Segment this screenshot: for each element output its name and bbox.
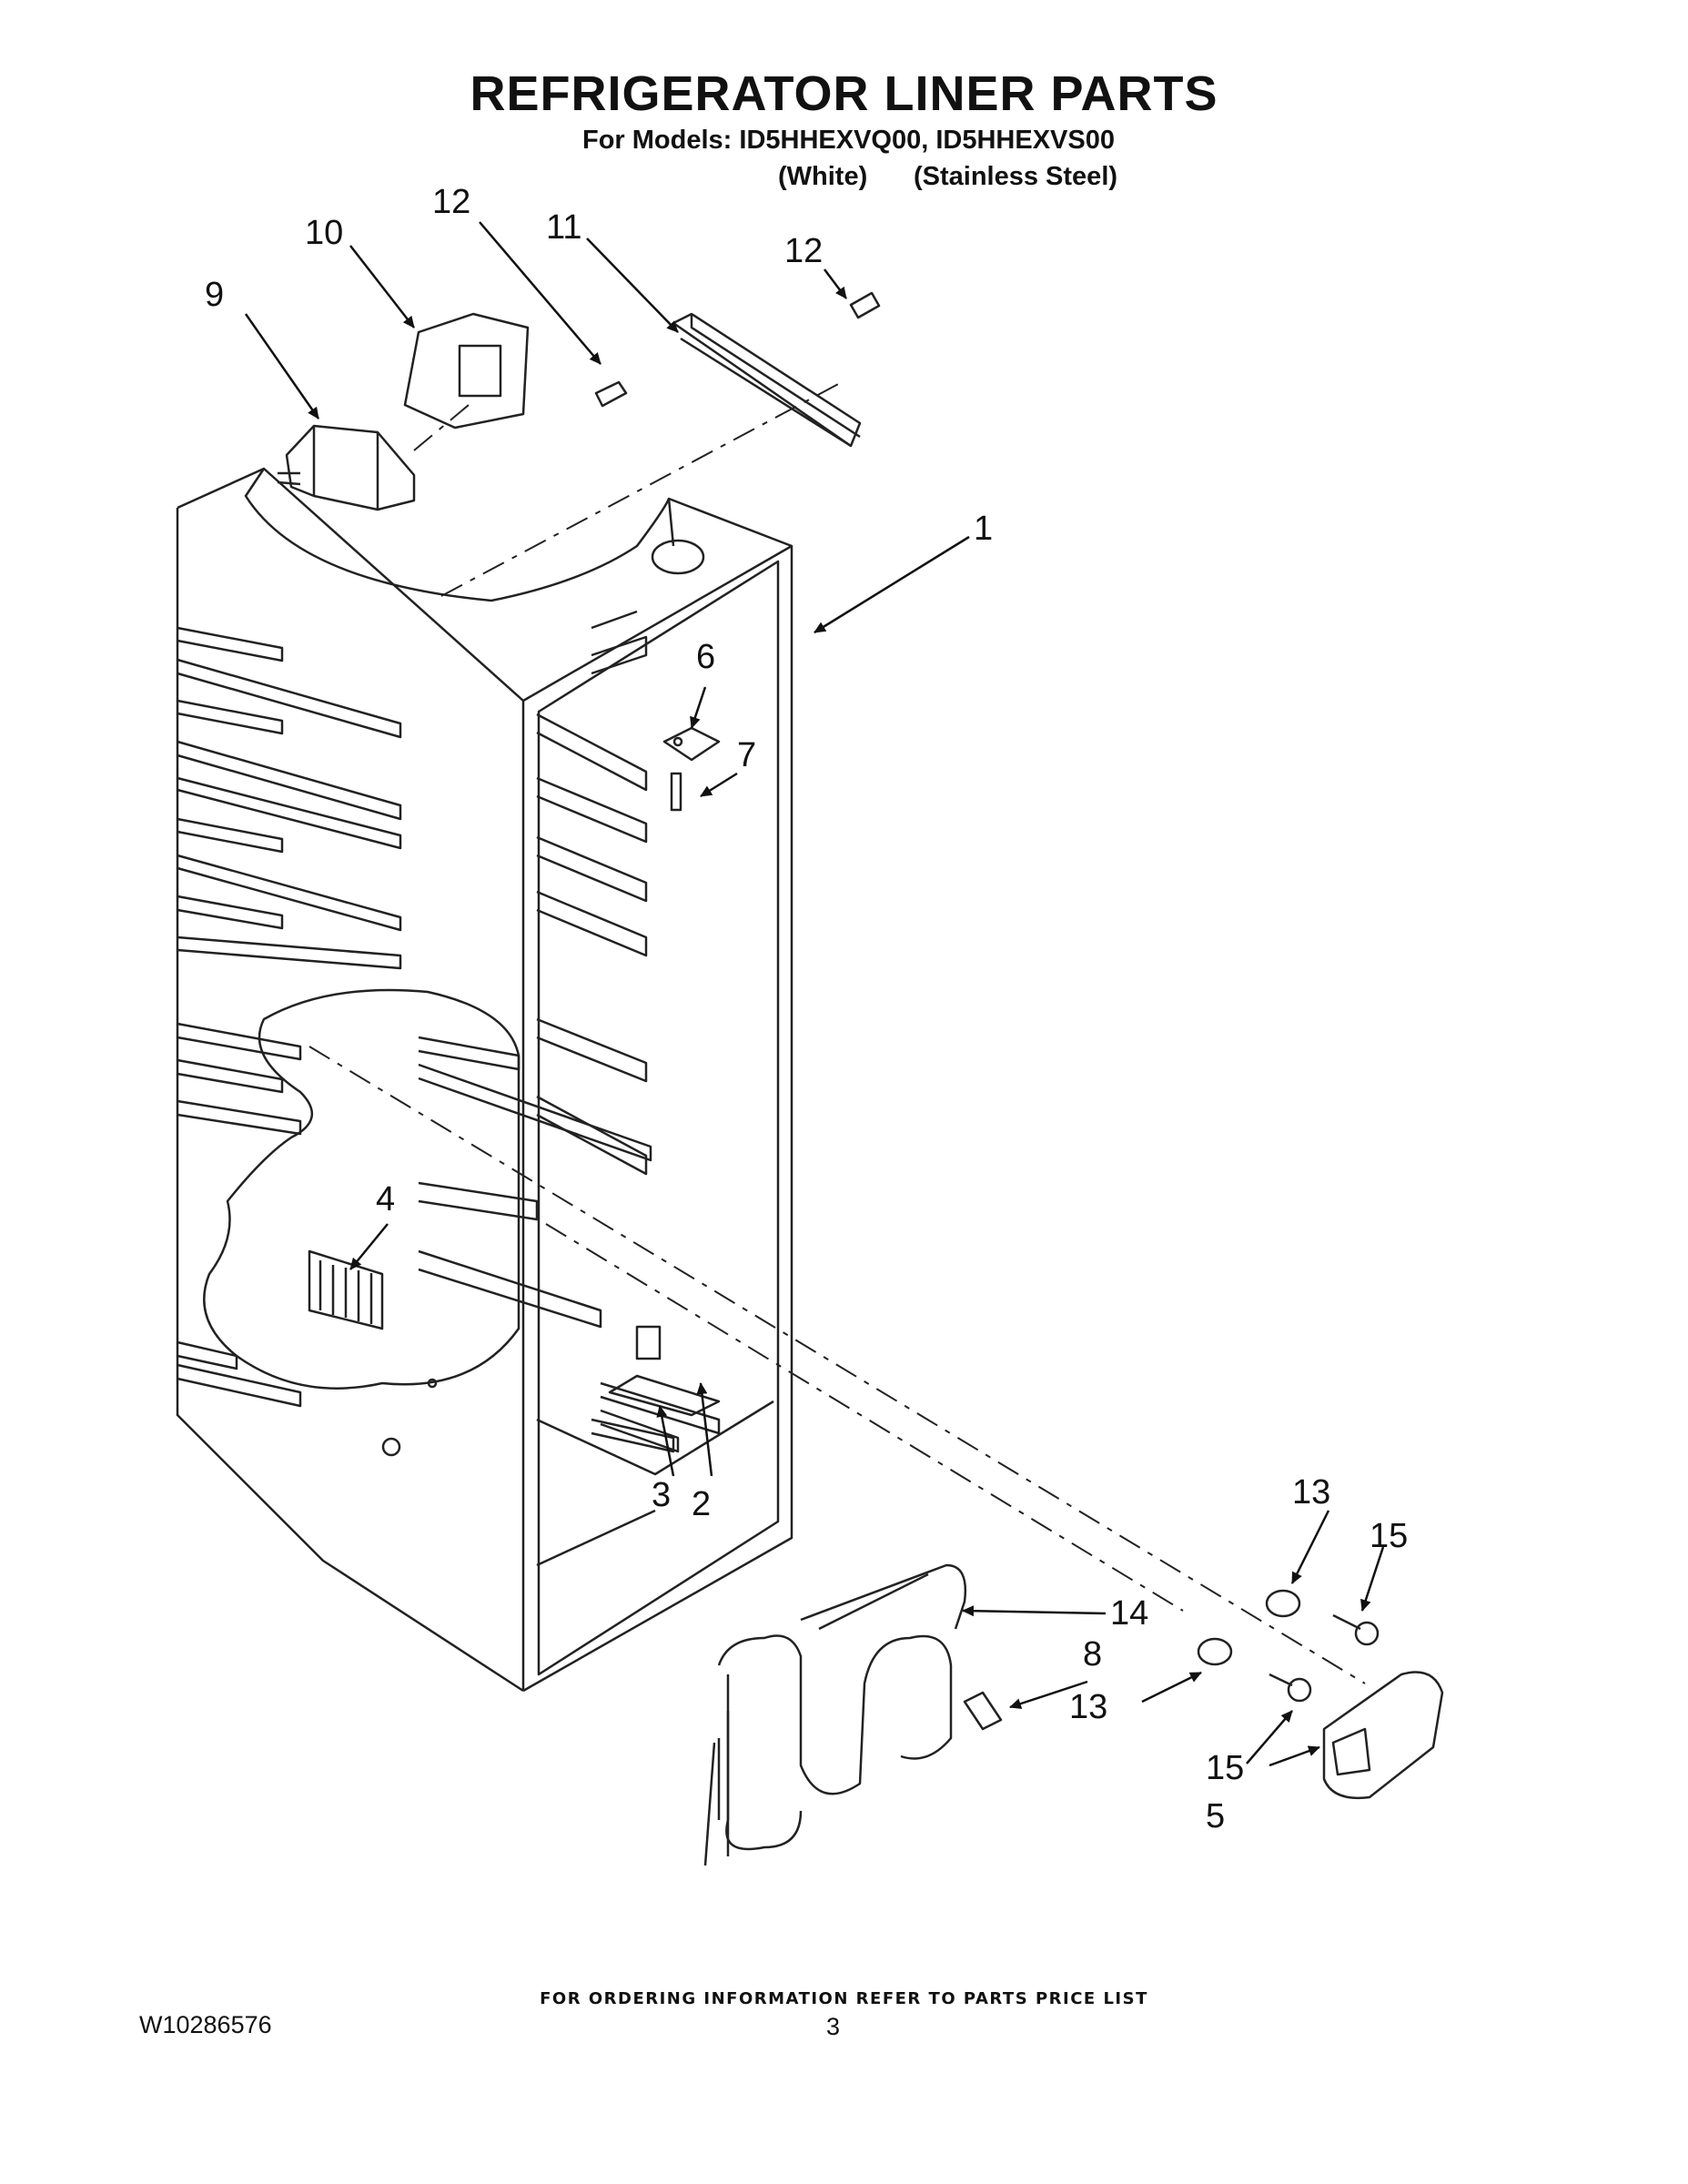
page-number: 3 [826, 2013, 841, 2040]
leader-1 [814, 535, 970, 634]
leader-2 [696, 1382, 713, 1477]
callout-2: 2 [692, 1485, 711, 1523]
callout-15a: 15 [1370, 1517, 1408, 1555]
leader-7 [700, 772, 738, 798]
part-15-plug-upper [1332, 1613, 1380, 1646]
leader-13a [1290, 1510, 1330, 1584]
part-12-screws [594, 291, 881, 408]
part-6-bracket [662, 726, 721, 762]
callout-6: 6 [696, 638, 715, 676]
leader-14 [962, 1605, 1107, 1617]
part-13-grommet-lower [1197, 1637, 1233, 1666]
leader-13b [1141, 1671, 1202, 1704]
ordering-note: FOR ORDERING INFORMATION REFER TO PARTS … [540, 1989, 1148, 2008]
leader-15b [1246, 1710, 1293, 1764]
callout-10: 10 [305, 214, 343, 252]
variant-stainless-label: (Stainless Steel) [914, 162, 1118, 191]
variant-white-label: (White) [778, 162, 868, 191]
callout-12a: 12 [432, 183, 470, 221]
part-13-grommet-upper [1265, 1589, 1301, 1618]
part-7-screw [670, 772, 682, 812]
leader-12a [479, 221, 601, 365]
leader-4 [349, 1223, 389, 1270]
callout-9: 9 [205, 276, 224, 314]
callout-5: 5 [1206, 1797, 1225, 1835]
callout-14: 14 [1110, 1594, 1148, 1633]
callout-3: 3 [652, 1476, 671, 1514]
leader-10 [349, 245, 415, 329]
callout-11: 11 [546, 208, 581, 247]
leader-6 [690, 686, 707, 729]
liner-cabinet [176, 467, 793, 1693]
part-11-trim-rail [672, 312, 862, 448]
leader-12b [824, 268, 847, 299]
leader-5 [1269, 1745, 1320, 1767]
callout-7: 7 [737, 736, 756, 774]
leader-11 [586, 238, 679, 333]
part-4-vent [308, 1249, 384, 1330]
callout-4: 4 [376, 1180, 395, 1218]
callout-13b: 13 [1069, 1688, 1107, 1726]
callout-13a: 13 [1292, 1473, 1330, 1512]
leader-8 [1009, 1680, 1088, 1709]
callout-15b: 15 [1206, 1749, 1244, 1787]
models-line: For Models: ID5HHEXVQ00, ID5HHEXVS00 [582, 126, 1115, 155]
part-8-screw [963, 1691, 1003, 1731]
part-9-control-housing [277, 424, 416, 511]
leader-3 [656, 1405, 675, 1477]
leader-15a [1360, 1546, 1385, 1612]
callout-12b: 12 [784, 232, 823, 270]
callout-1: 1 [974, 510, 993, 548]
part-15-plug-lower [1269, 1673, 1312, 1703]
part-14-evaporator-coil [703, 1563, 967, 1866]
callout-8: 8 [1083, 1635, 1102, 1673]
document-number: W10286576 [139, 2011, 272, 2038]
leader-9 [244, 313, 320, 420]
part-10-bracket [403, 312, 530, 430]
page-title: REFRIGERATOR LINER PARTS [470, 66, 1218, 121]
part-5-drain-trough [1322, 1671, 1444, 1800]
